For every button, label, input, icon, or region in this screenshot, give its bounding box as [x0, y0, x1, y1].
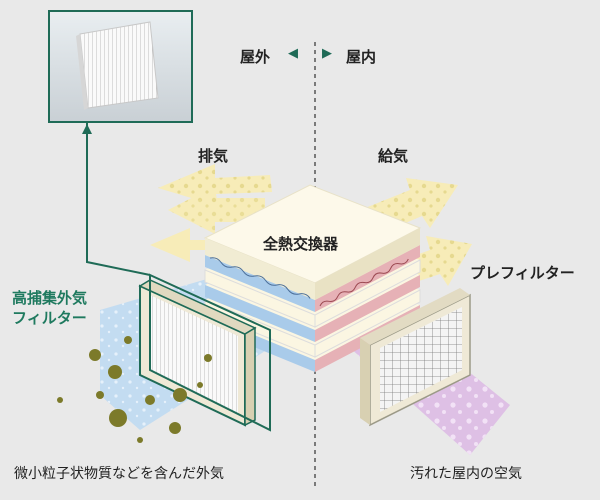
prefilter-label: プレフィルター	[470, 264, 575, 282]
exhaust-label: 排気	[198, 147, 229, 165]
hepa-callout-frame	[149, 273, 271, 432]
hepa-label-line1: 高捕集外気	[12, 289, 88, 307]
supply-label: 給気	[378, 147, 409, 165]
hepa-filter	[138, 279, 257, 427]
indoor-air-caption: 汚れた屋内の空気	[410, 466, 522, 482]
callout-line	[86, 123, 151, 276]
pm-particles	[57, 336, 212, 443]
outdoor-air-caption: 微小粒子状物質などを含んだ外気	[14, 466, 224, 482]
indoor-label: 屋内	[346, 48, 377, 66]
filter-photo	[48, 10, 193, 123]
left-arrow-icon: ◀	[288, 46, 298, 61]
hepa-label-line2: フィルター	[12, 309, 87, 327]
prefilter	[360, 288, 471, 427]
exchanger-label: 全熱交換器	[263, 235, 339, 253]
outdoor-label: 屋外	[240, 48, 271, 66]
callout-arrowhead	[82, 124, 92, 134]
right-arrow-icon: ▶	[322, 46, 332, 61]
